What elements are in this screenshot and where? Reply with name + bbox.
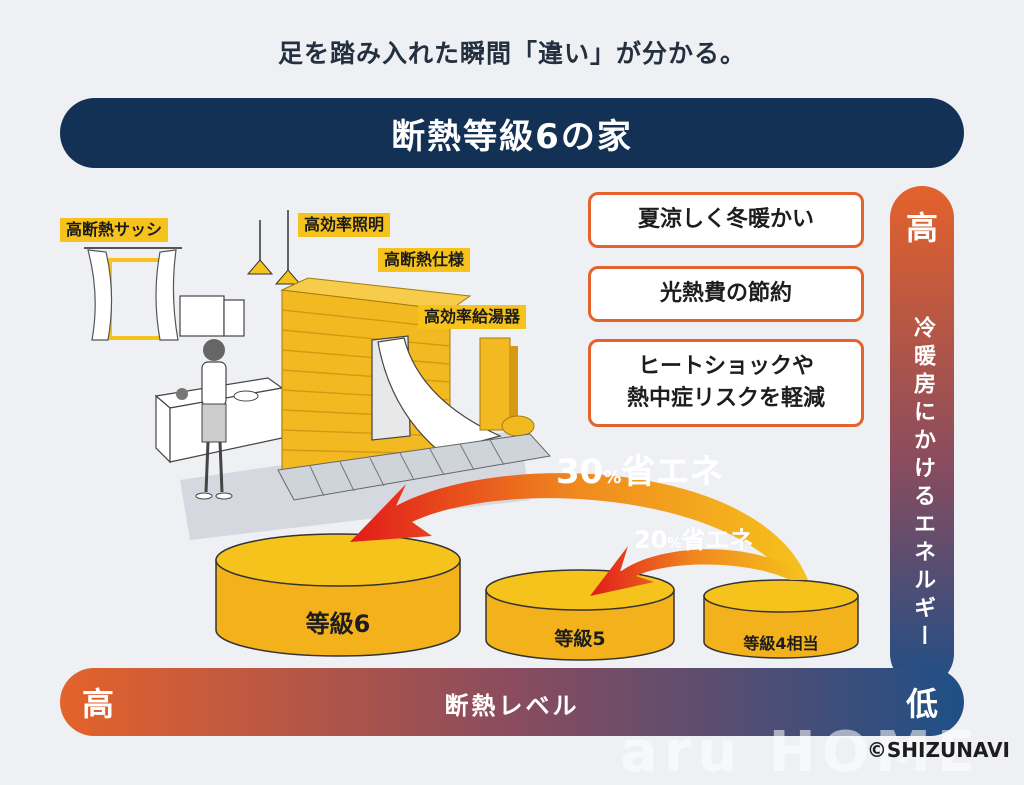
benefit-comfort-text: 夏涼しく冬暖かい [637, 207, 814, 232]
saving-30-percent: % [603, 467, 622, 488]
banner-title: 断熱等級6の家 [391, 116, 633, 157]
grade6-cylinder [215, 533, 461, 657]
grade4-cylinder [703, 579, 859, 659]
tag-high-efficiency-lighting: 高効率照明 [298, 213, 391, 237]
benefit-health-line2: 熱中症リスクを軽減 [626, 386, 825, 411]
grade5-label: 等級5 [554, 628, 606, 650]
saving-20-arrow [590, 546, 804, 596]
tag-high-efficiency-water-heater: 高効率給湯器 [418, 305, 527, 329]
benefit-savings-text: 光熱費の節約 [659, 281, 792, 306]
saving-20-label: 20%省エネ [634, 520, 753, 555]
saving-20-number: 20 [634, 526, 668, 554]
house-interior-illustration [84, 210, 551, 540]
saving-20-percent: % [667, 536, 682, 552]
saving-30-label: 30%省エネ [556, 444, 723, 493]
vertical-axis-label: 冷暖房にかけるエネルギー [910, 316, 935, 652]
horizontal-axis-label: 断熱レベル [444, 692, 580, 720]
saving-30-arrow [350, 473, 808, 580]
grade4-label: 等級4相当 [743, 634, 819, 653]
window-sash-illustration [84, 247, 182, 341]
horizontal-axis-low-label: 低 [905, 685, 938, 723]
tag-high-insulation-sash: 高断熱サッシ [60, 218, 169, 242]
vertical-axis-high-label: 高 [905, 209, 938, 247]
saving-20-text: 省エネ [681, 526, 754, 554]
benefit-box-health: ヒートショックや 熱中症リスクを軽減 [588, 339, 864, 427]
grade5-cylinder [485, 569, 675, 661]
saving-30-text: 省エネ [621, 452, 724, 492]
person-illustration [195, 339, 233, 500]
benefit-box-savings: 光熱費の節約 [588, 266, 864, 322]
energy-comparison-graphic [215, 473, 859, 661]
grade6-label: 等級6 [305, 610, 371, 638]
title-banner: 断熱等級6の家 [60, 98, 964, 168]
insulated-wall-illustration [277, 277, 551, 501]
headline: 足を踏み入れた瞬間「違い」が分かる。 [277, 39, 746, 68]
vertical-axis-bar [890, 186, 954, 686]
saving-30-number: 30 [556, 452, 604, 492]
copyright: ©SHIZUNAVI [866, 738, 1010, 762]
horizontal-axis-high-label: 高 [81, 685, 114, 723]
tag-high-insulation-spec: 高断熱仕様 [378, 248, 471, 272]
benefit-box-comfort: 夏涼しく冬暖かい [588, 192, 864, 248]
horizontal-axis-bar [60, 668, 964, 736]
benefit-health-line1: ヒートショックや [637, 354, 814, 379]
